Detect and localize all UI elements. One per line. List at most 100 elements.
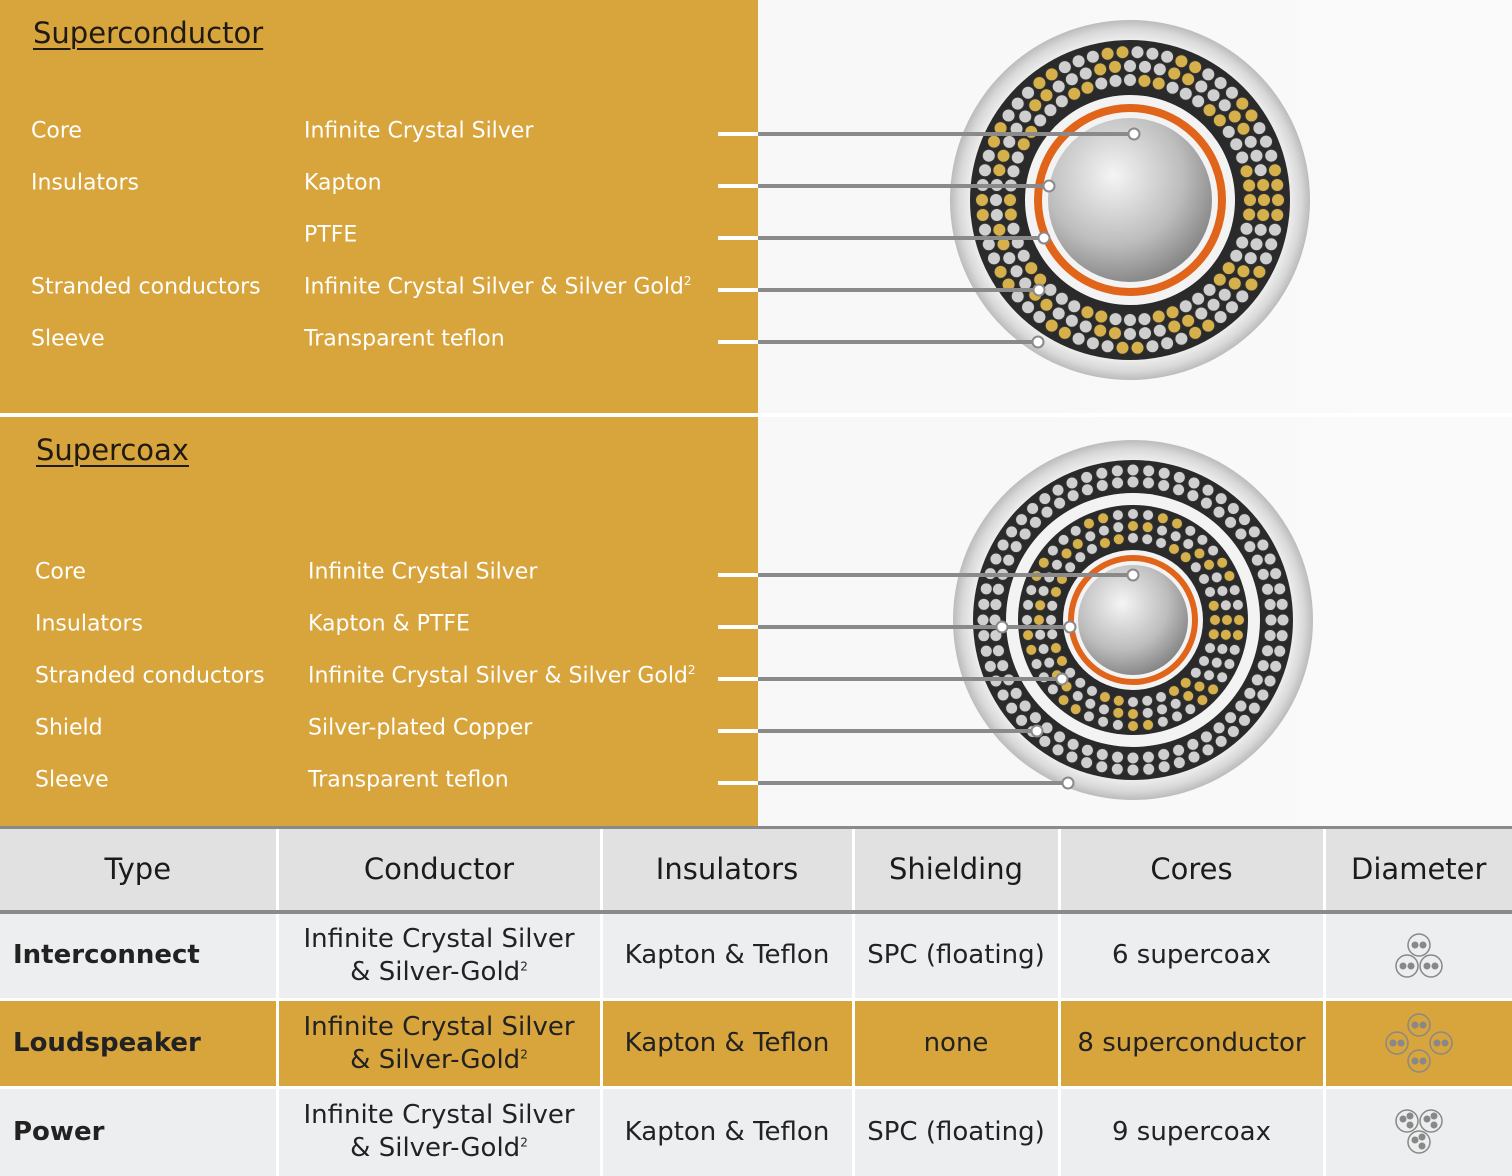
strand	[1080, 743, 1094, 757]
strand	[1212, 113, 1227, 128]
strand	[1259, 251, 1274, 266]
strand	[1167, 66, 1182, 81]
strand	[1141, 694, 1154, 707]
core	[1078, 565, 1188, 675]
strand	[1054, 291, 1069, 306]
strand	[1243, 251, 1258, 266]
strand	[1111, 718, 1124, 731]
strand	[1156, 715, 1169, 728]
strand	[1171, 710, 1184, 723]
cell-type: Interconnect	[0, 910, 277, 1000]
kapton-layer	[1068, 555, 1198, 685]
strand	[1123, 327, 1137, 341]
strand	[1253, 163, 1268, 178]
spec-label: Core	[31, 118, 82, 144]
strand	[1127, 696, 1139, 708]
strand	[1214, 734, 1228, 748]
strand	[1156, 524, 1169, 537]
spec-value-text: Kapton	[304, 170, 382, 196]
strand	[1235, 289, 1250, 304]
strand	[1234, 699, 1248, 713]
strand	[1212, 272, 1227, 287]
superscript: 2	[520, 959, 528, 974]
strand	[1064, 313, 1079, 328]
supercoax-spec-area	[0, 417, 758, 826]
spec-label: Insulators	[35, 611, 144, 637]
strand	[1264, 613, 1278, 627]
strand	[1244, 277, 1259, 292]
strand	[1033, 113, 1048, 128]
strand	[1209, 614, 1221, 626]
cable-cross-section-illustrations	[718, 20, 1313, 800]
strand	[1005, 701, 1019, 715]
strand	[1219, 599, 1232, 612]
strand	[983, 659, 997, 673]
strand	[1178, 86, 1193, 101]
strand	[1188, 60, 1203, 75]
leader-dot	[1032, 283, 1046, 297]
strand	[1250, 553, 1264, 567]
strand	[1123, 73, 1137, 87]
cell-insulators: Kapton & Teflon	[599, 998, 853, 1088]
strand	[1112, 533, 1125, 546]
strand	[1046, 599, 1059, 612]
spec-value-text: Silver-plated Copper	[308, 715, 533, 741]
strand	[1237, 713, 1251, 727]
strand	[1193, 547, 1206, 560]
strand	[1126, 751, 1140, 765]
strand	[1046, 628, 1059, 641]
spec-value-text: Transparent teflon	[304, 326, 505, 352]
strand	[1242, 207, 1257, 222]
spec-value: Silver-plated Copper	[308, 716, 532, 741]
strand	[1065, 476, 1079, 490]
strand	[1179, 676, 1192, 689]
header-conductor: Conductor	[275, 826, 601, 914]
strand	[991, 644, 1005, 658]
strand	[1093, 323, 1108, 338]
strand	[1100, 46, 1115, 61]
strand	[1221, 124, 1236, 139]
strand	[1043, 103, 1058, 118]
strand	[1032, 75, 1047, 90]
cell-diameter	[1322, 1086, 1512, 1176]
superscript: 2	[520, 1135, 528, 1150]
spec-label: Sleeve	[31, 326, 105, 352]
strand	[1141, 706, 1154, 719]
header-shielding: Shielding	[851, 826, 1059, 914]
strand	[1261, 644, 1275, 658]
strand	[1275, 629, 1289, 643]
strand	[1171, 517, 1184, 530]
strand	[1160, 336, 1175, 351]
strand	[1095, 466, 1109, 480]
strand	[1086, 542, 1098, 555]
cell-type: Loudspeaker	[0, 998, 277, 1088]
strand	[1157, 760, 1171, 774]
core	[1048, 118, 1212, 282]
strand	[1127, 720, 1139, 732]
strand	[1141, 521, 1154, 534]
strand	[989, 193, 1003, 207]
strand	[977, 629, 991, 643]
strand	[1003, 193, 1017, 207]
section-title: Supercoax	[36, 433, 189, 467]
strand	[1071, 331, 1086, 346]
strand	[1256, 177, 1271, 192]
strand	[1095, 478, 1109, 492]
strand	[1275, 597, 1289, 611]
strand	[1051, 306, 1066, 321]
strand	[1094, 309, 1109, 324]
strand	[1127, 708, 1139, 720]
leader-dot	[1055, 672, 1069, 686]
strand	[1228, 643, 1241, 656]
strand	[989, 674, 1003, 688]
strand	[1084, 697, 1097, 710]
spec-value-text: Kapton & PTFE	[308, 611, 470, 637]
strand	[1250, 673, 1264, 687]
strand	[1198, 573, 1211, 585]
strand	[1270, 178, 1285, 193]
strand	[1028, 515, 1042, 529]
spec-value-text: Transparent teflon	[308, 767, 509, 793]
spec-value: Infinite Crystal Silver	[304, 119, 533, 144]
spec-value-text: Infinite Crystal Silver & Silver Gold	[308, 663, 688, 689]
strand	[1193, 680, 1206, 693]
